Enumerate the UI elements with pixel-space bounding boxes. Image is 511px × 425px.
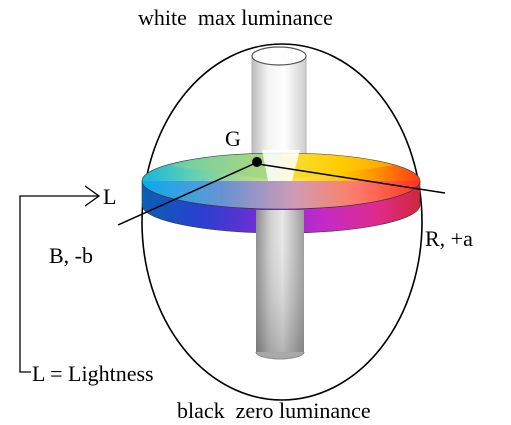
green-red-axis (257, 163, 446, 194)
green-label: G (225, 126, 241, 151)
lightness-legend: L = Lightness (32, 361, 154, 386)
black-zero-luminance-label: black zero luminance (177, 398, 371, 423)
white-max-luminance-label: white max luminance (138, 5, 333, 30)
blue-yellow-axis (117, 161, 259, 226)
lightness-bracket (19, 185, 101, 373)
color-sphere-outline (141, 43, 423, 401)
green-origin-point (252, 157, 262, 167)
lightness-axis-label: L (103, 184, 116, 209)
red-plus-a-label: R, +a (425, 226, 473, 251)
blue-minus-b-label: B, -b (49, 243, 93, 268)
luminance-axis-highlight (262, 150, 300, 181)
lower-lightness-cylinder (255, 210, 305, 360)
cylinder-top-cap (251, 46, 307, 66)
